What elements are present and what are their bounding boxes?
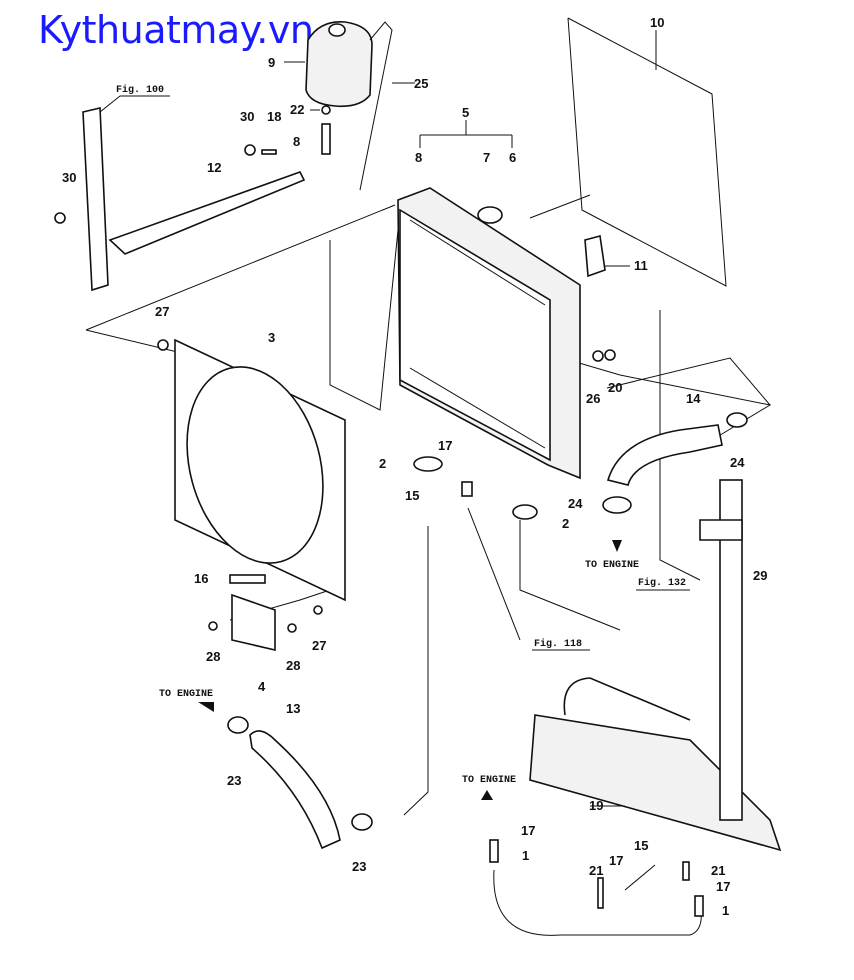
fig-132-ref[interactable]: Fig. 132 — [638, 577, 686, 589]
reference-planes — [85, 17, 772, 816]
part-radiator — [329, 187, 616, 480]
direction-arrow-icon — [612, 540, 622, 552]
part-bracket-fig100 — [54, 107, 306, 292]
callout: 17 — [521, 823, 535, 838]
callout: 20 — [608, 380, 622, 395]
callout: 18 — [267, 109, 281, 124]
callout: 27 — [312, 638, 326, 653]
callout: 17 — [438, 438, 452, 453]
callout: 1 — [722, 903, 729, 918]
callout: 17 — [716, 879, 730, 894]
to-engine-note: TO ENGINE — [462, 775, 516, 786]
part-fan-shroud — [157, 338, 346, 652]
part-frame-fig118 — [529, 479, 782, 852]
callout: 23 — [352, 859, 366, 874]
callout: 28 — [286, 658, 300, 673]
callout-numbers: 10 9 25 22 30 18 8 5 8 7 6 12 30 11 27 3… — [62, 15, 767, 918]
callout: 1 — [522, 848, 529, 863]
callout: 13 — [286, 701, 300, 716]
callout: 27 — [155, 304, 169, 319]
callout: 29 — [753, 568, 767, 583]
to-engine-note: TO ENGINE — [585, 560, 639, 571]
callout: 28 — [206, 649, 220, 664]
callout: 19 — [589, 798, 603, 813]
callout: 24 — [730, 455, 745, 470]
callout: 5 — [462, 105, 469, 120]
callout: 15 — [634, 838, 648, 853]
callout: 2 — [379, 456, 386, 471]
part-reserve-tank — [244, 21, 393, 191]
callout: 23 — [227, 773, 241, 788]
callout: 3 — [268, 330, 275, 345]
callout: 26 — [586, 391, 600, 406]
callout: 30 — [240, 109, 254, 124]
callout: 30 — [62, 170, 76, 185]
part-hoses — [227, 412, 748, 936]
callout: 8 — [415, 150, 422, 165]
fig-100-ref[interactable]: Fig. 100 — [116, 84, 164, 96]
callout: 9 — [268, 55, 275, 70]
callout: 21 — [589, 863, 603, 878]
to-engine-note: TO ENGINE — [159, 689, 213, 700]
direction-arrow-icon — [481, 790, 493, 800]
callout: 21 — [711, 863, 725, 878]
callout: 24 — [568, 496, 583, 511]
callout: 15 — [405, 488, 419, 503]
callout: 12 — [207, 160, 221, 175]
callout: 16 — [194, 571, 208, 586]
callout: 2 — [562, 516, 569, 531]
callout: 22 — [290, 102, 304, 117]
leader-lines — [99, 30, 690, 807]
callout: 11 — [634, 258, 648, 273]
fig-118-ref[interactable]: Fig. 118 — [534, 638, 582, 650]
direction-arrow-icon — [198, 702, 214, 712]
callout: 17 — [609, 853, 623, 868]
callout: 14 — [686, 391, 701, 406]
callout: 25 — [414, 76, 428, 91]
watermark-logo: Kythuatmay.vn — [38, 8, 314, 52]
callout: 10 — [650, 15, 664, 30]
callout: 4 — [258, 679, 266, 694]
callout: 7 — [483, 150, 490, 165]
callout: 8 — [293, 134, 300, 149]
callout: 6 — [509, 150, 516, 165]
